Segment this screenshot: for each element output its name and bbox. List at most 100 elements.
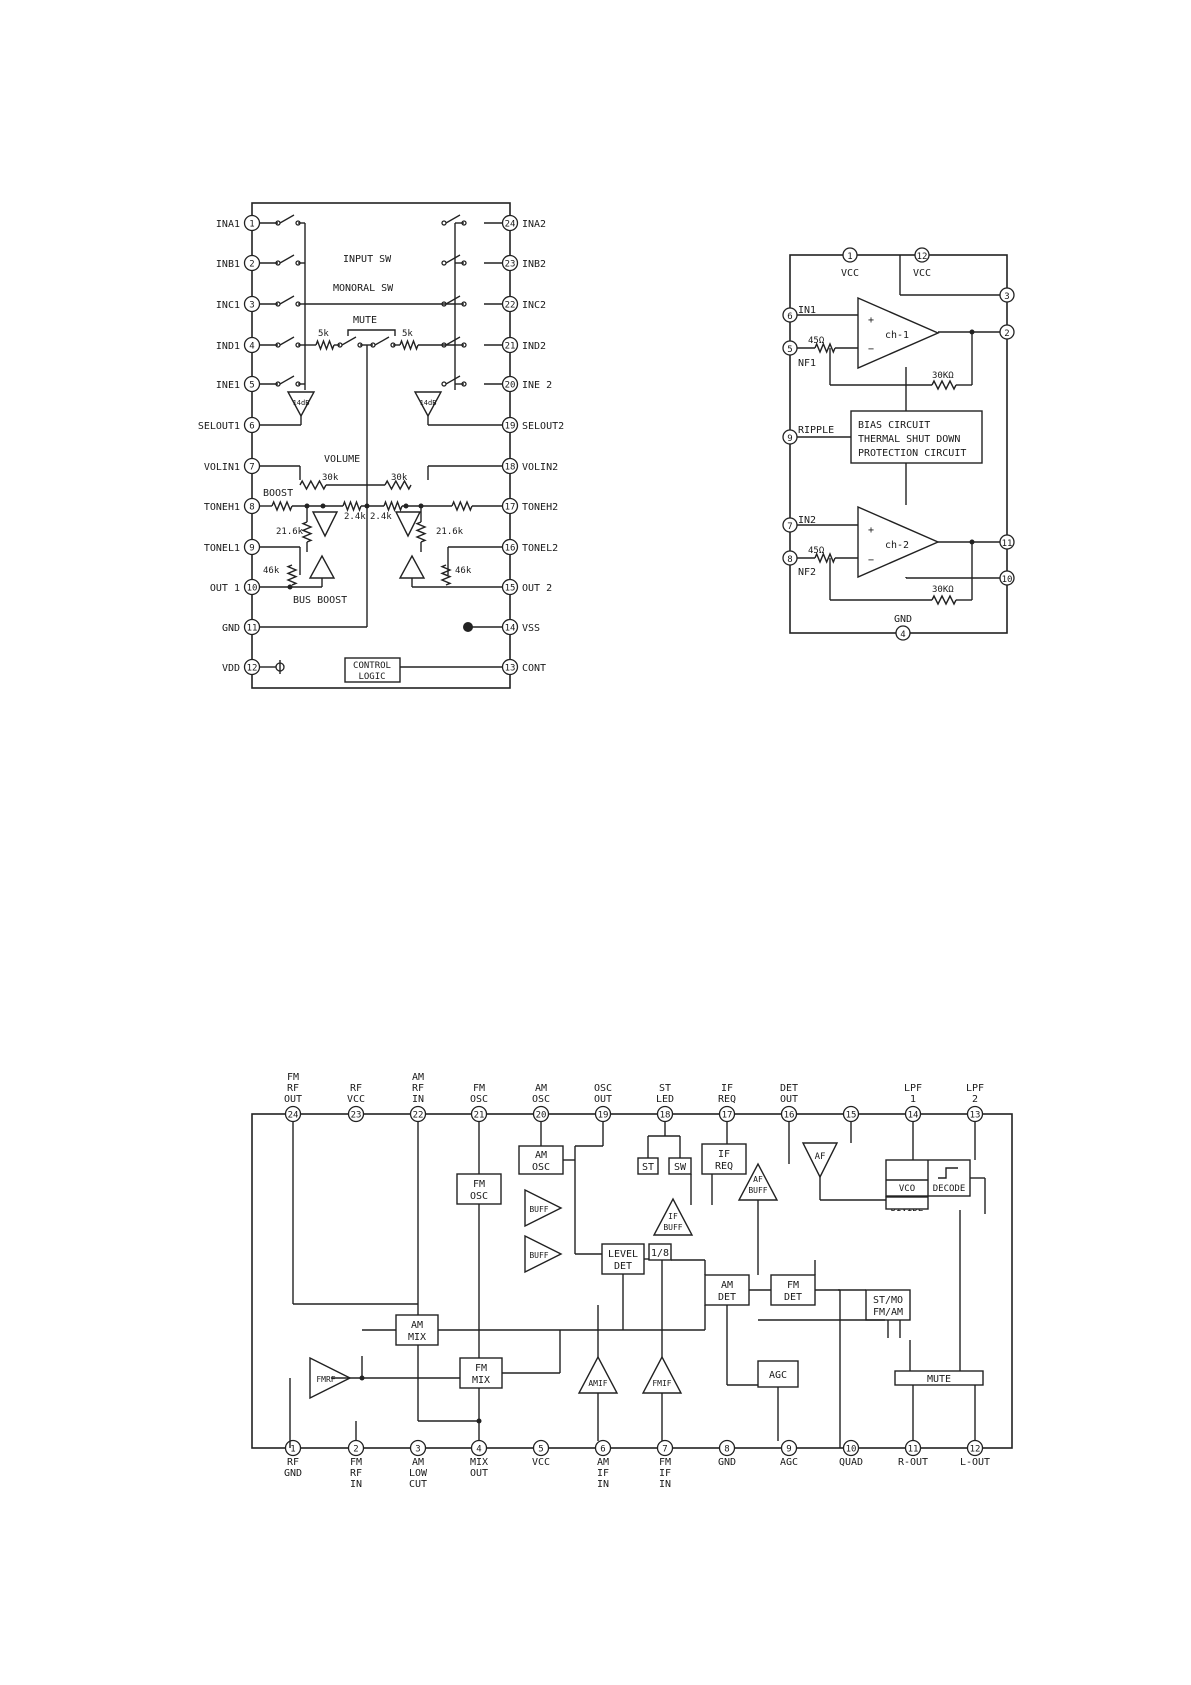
switch-blade bbox=[445, 336, 461, 346]
ic3-pin-18-number: 18 bbox=[660, 1111, 671, 1121]
ic2-r45-1-label: 45Ω bbox=[808, 336, 825, 346]
ic2-pin-8-number: 8 bbox=[787, 555, 792, 565]
ic2-ripple-label: RIPPLE bbox=[798, 425, 834, 436]
ic3-pin-4-label: MIX bbox=[470, 1457, 488, 1468]
ic1-pin-21-name: IND2 bbox=[522, 341, 546, 352]
ic3-am-mix-block-label: MIX bbox=[408, 1332, 426, 1343]
ic3-pin-2-label: IN bbox=[350, 1479, 362, 1490]
ic1-input-switch-left bbox=[275, 295, 301, 307]
ic3-pin-16-label: DET bbox=[780, 1083, 798, 1094]
ic1-pin-5-number: 5 bbox=[249, 381, 254, 391]
ic1-pin-13 bbox=[501, 658, 519, 676]
ic1-pin-5-name: INE1 bbox=[216, 380, 240, 391]
ic1-input-switch-left bbox=[275, 336, 301, 348]
ic1-input-sw-label: INPUT SW bbox=[343, 254, 392, 265]
ic3-pin-2-number: 2 bbox=[353, 1445, 358, 1455]
ic2-gnd-label: GND bbox=[894, 614, 912, 625]
ic2-ch2-label: ch-2 bbox=[885, 540, 909, 551]
ic3-am-mix-block-label: AM bbox=[411, 1320, 423, 1331]
ic1-bus-boost-label: BUS BOOST bbox=[293, 595, 347, 606]
ic3-vco-label: VCO bbox=[899, 1184, 915, 1194]
ic1-pin-7 bbox=[243, 457, 261, 475]
ic2-in1-label: IN1 bbox=[798, 305, 816, 316]
ic1-amp-14db-right bbox=[413, 391, 443, 418]
ic3-pin-5-label: VCC bbox=[532, 1457, 550, 1468]
ic3-fm-mix-block-label: MIX bbox=[472, 1375, 490, 1386]
ic3-pin-23-number: 23 bbox=[351, 1111, 362, 1121]
ic3-fm-det-block-label: FM bbox=[787, 1280, 799, 1291]
ic3-if-req-block-label: REQ bbox=[715, 1161, 733, 1172]
ic3-if-buff-label: BUFF bbox=[663, 1223, 682, 1232]
ic2-pin-10-number: 10 bbox=[1002, 575, 1013, 585]
ic3-internal-circuit: AMOSCFMOSCBUFFBUFFSTSWIFREQAFBUFFAFVCODI… bbox=[289, 1121, 986, 1448]
ic3-fm-mix-block-label: FM bbox=[475, 1363, 487, 1374]
ic1-pin-3-number: 3 bbox=[249, 301, 254, 311]
ic3-pin-3-label: LOW bbox=[409, 1468, 428, 1479]
ic2-pin-6-number: 6 bbox=[787, 312, 792, 322]
ic3-pin-5 bbox=[532, 1439, 550, 1457]
ic3-sw-block-label: SW bbox=[674, 1162, 687, 1173]
ic3-decode-label: DECODE bbox=[933, 1184, 966, 1194]
ic1-pin-19 bbox=[501, 416, 519, 434]
ic2-pin-9-number: 9 bbox=[787, 434, 792, 444]
ic3-pin-7-label: IF bbox=[659, 1468, 671, 1479]
junction-dot bbox=[364, 503, 370, 509]
ic3-pin-1 bbox=[284, 1439, 302, 1457]
ic1-pin-8-number: 8 bbox=[249, 503, 254, 513]
ic1-pin-5 bbox=[243, 375, 261, 393]
ic3-package-outline bbox=[251, 1113, 1013, 1449]
ic1-pin-4-name: IND1 bbox=[216, 341, 240, 352]
ic1-pin-2-name: INB1 bbox=[216, 259, 240, 270]
ic1-input-switch-right bbox=[441, 254, 467, 266]
switch-blade bbox=[445, 375, 461, 385]
ic3-fm-mix-block bbox=[459, 1357, 503, 1389]
ic2-res-30k-ch2 bbox=[931, 594, 957, 606]
ic1-boost-res-right bbox=[451, 500, 473, 512]
ic3-pin-12-label: L-OUT bbox=[960, 1457, 990, 1468]
ic3-am-det-block-label: AM bbox=[721, 1280, 733, 1291]
ic3-pin-22-number: 22 bbox=[413, 1111, 424, 1121]
ic3-if-req-block-label: IF bbox=[718, 1149, 730, 1160]
ic3-pin-24-number: 24 bbox=[288, 1111, 299, 1121]
ic3-pin-19-label: OSC bbox=[594, 1083, 612, 1094]
ic3-pin-8-label: GND bbox=[718, 1457, 736, 1468]
ic1-pin-12-number: 12 bbox=[247, 664, 258, 674]
ic2-diagram: 1 12 VCC VCC 3 2 6 5 9 7 8 11 10 4 IN1 4… bbox=[782, 247, 1015, 641]
ic1-pin-17-number: 17 bbox=[505, 503, 516, 513]
ic3-level-det-block-label: LEVEL bbox=[608, 1249, 638, 1260]
ic1-pin-21 bbox=[501, 336, 519, 354]
ic3-pin-6-label: IF bbox=[597, 1468, 609, 1479]
ic1-volume-label: VOLUME bbox=[324, 454, 360, 465]
ic3-mute-block-label: MUTE bbox=[927, 1374, 951, 1385]
ic3-am-osc-block bbox=[518, 1145, 564, 1175]
ic1-mute-link bbox=[347, 329, 396, 336]
ic1-pin-6-name: SELOUT1 bbox=[198, 421, 240, 432]
ic2-pin-4-number: 4 bbox=[900, 630, 905, 640]
ic1-res-46k-left: 46k bbox=[263, 566, 280, 576]
ic1-pin-12 bbox=[243, 658, 261, 676]
ic1-control-logic-block bbox=[344, 657, 401, 683]
ic3-level-det-block-label: DET bbox=[614, 1261, 632, 1272]
ic3-pin-13-label: 2 bbox=[972, 1094, 978, 1105]
ic3-pin-6-number: 6 bbox=[600, 1445, 605, 1455]
ic3-one-eighth-block bbox=[648, 1243, 672, 1261]
ic3-pin-9-label: AGC bbox=[780, 1457, 798, 1468]
ic2-pin-11 bbox=[999, 534, 1015, 550]
ic3-pin-19-number: 19 bbox=[598, 1111, 609, 1121]
ic1-pin-2 bbox=[243, 254, 261, 272]
ic3-pin-11-number: 11 bbox=[908, 1445, 919, 1455]
ic1-pin-23 bbox=[501, 254, 519, 272]
ic1-pin-2-number: 2 bbox=[249, 260, 254, 270]
junction-dot bbox=[969, 539, 975, 545]
ic3-agc-block bbox=[757, 1360, 799, 1388]
ic3-fmrf-label: FMRF bbox=[316, 1375, 335, 1384]
ic2-pin-3-number: 3 bbox=[1004, 292, 1009, 302]
ic3-mute-block bbox=[894, 1370, 984, 1386]
ic3-pin-7-number: 7 bbox=[662, 1445, 667, 1455]
ic3-pin-2-label: FM bbox=[350, 1457, 362, 1468]
ic1-pin-1-name: INA1 bbox=[216, 219, 240, 230]
ic2-pin-3 bbox=[999, 287, 1015, 303]
ic1-res-21-6k-right bbox=[415, 521, 427, 543]
ic1-pin-14-name: VSS bbox=[522, 623, 540, 634]
ic1-pin-1 bbox=[243, 214, 261, 232]
